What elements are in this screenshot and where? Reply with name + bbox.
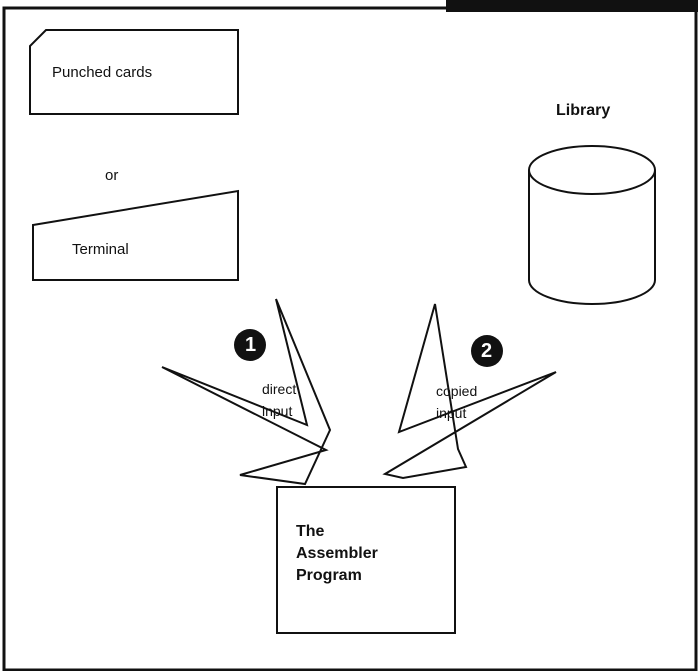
- assembler-box: [276, 486, 456, 634]
- badge-2: [471, 335, 503, 367]
- library-label: Library: [556, 102, 611, 119]
- corner-tab: [446, 0, 698, 12]
- punched-cards-shape: [29, 29, 239, 115]
- punched-cards-label: Punched cards: [52, 64, 153, 81]
- terminal-label: Terminal: [72, 241, 129, 258]
- direct-input-label: direct input: [262, 378, 296, 422]
- or-label: or: [105, 167, 119, 184]
- direct-input-arrow: [161, 298, 332, 486]
- badge-1: [234, 329, 266, 361]
- direct-input-line2: input: [262, 403, 293, 419]
- badge-1-number: 1: [245, 334, 257, 356]
- assembler-label: The Assembler Program: [296, 521, 446, 587]
- badge-2-number: 2: [481, 340, 493, 362]
- assembler-line1: The: [296, 523, 325, 540]
- copied-input-label: copied input: [436, 380, 477, 424]
- page-frame: [2, 6, 698, 671]
- copied-input-arrow: [382, 303, 557, 480]
- direct-input-line1: direct: [262, 381, 297, 397]
- copied-input-line2: input: [436, 405, 467, 421]
- assembler-line3: Program: [296, 567, 362, 584]
- copied-input-line1: copied: [436, 383, 478, 399]
- assembler-line2: Assembler: [296, 545, 378, 562]
- terminal-shape: [32, 189, 239, 281]
- library-cylinder: [528, 145, 656, 305]
